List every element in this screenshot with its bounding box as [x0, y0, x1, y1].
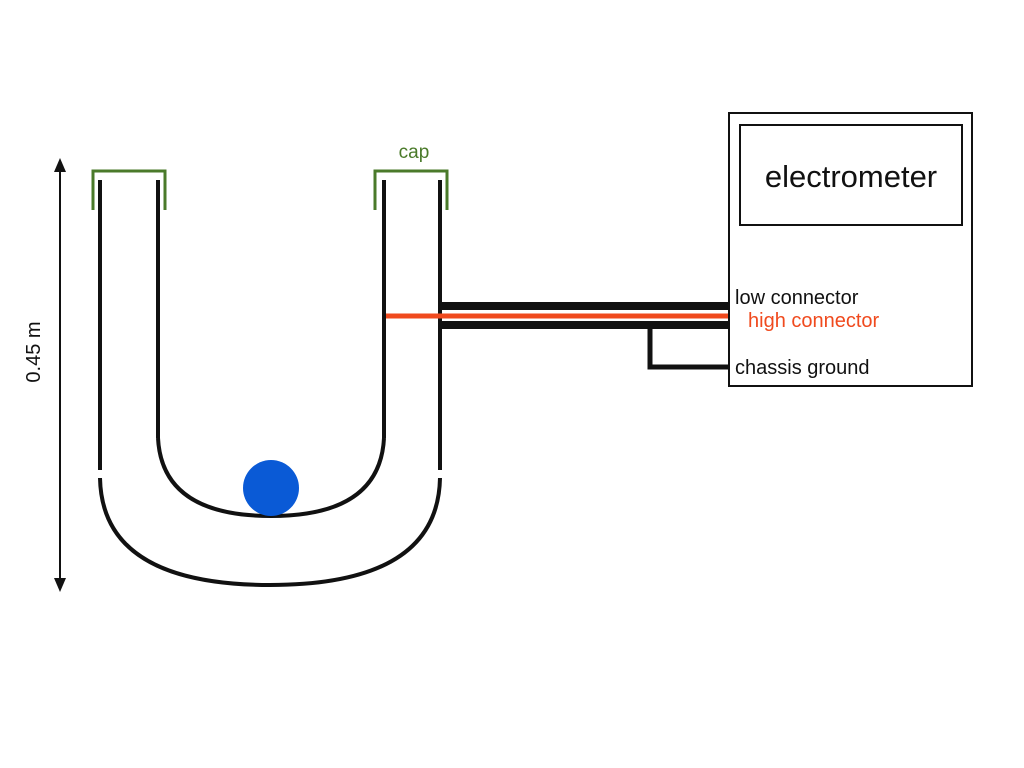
wiring: [386, 302, 745, 370]
height-dimension: 0.45 m: [23, 158, 66, 592]
u-tube: [98, 180, 442, 588]
chassis-ground-label: chassis ground: [735, 357, 870, 379]
blue-ball: [243, 460, 299, 516]
left-cap: [91, 169, 167, 210]
dimension-label: 0.45 m: [23, 321, 45, 382]
dimension-arrow-top: [54, 158, 66, 172]
high-connector-label: high connector: [748, 310, 880, 332]
outer-bend: [98, 477, 442, 588]
electrometer-display: [739, 124, 963, 226]
dimension-arrow-bottom: [54, 578, 66, 592]
right-cap: [373, 169, 449, 210]
low-connector-label: low connector: [735, 287, 859, 309]
cap-label: cap: [399, 142, 430, 163]
electrometer-title: electrometer: [765, 159, 937, 194]
ground-wire: [647, 325, 730, 370]
electrometer-box: electrometer low connector high connecto…: [728, 112, 973, 387]
